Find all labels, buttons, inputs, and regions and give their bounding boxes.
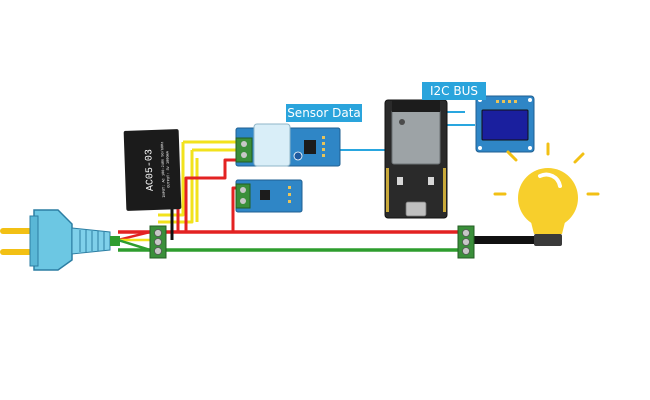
terminal-block-left: [149, 225, 167, 259]
i2c-bus-tag: I2C BUS: [422, 82, 486, 100]
psu-spec-line1: INPUT: AC 100-240V 50/60Hz: [160, 141, 167, 197]
terminal-block-right: [457, 225, 475, 259]
esp32-board: [384, 99, 448, 219]
i2c-bus-label: I2C BUS: [430, 84, 478, 98]
wires: [117, 140, 552, 252]
sensor-data-tag: Sensor Data: [286, 104, 362, 122]
bulb-icon: [493, 142, 600, 246]
psu-module: AC05-03 INPUT: AC 100-240V 50/60Hz OUTPU…: [123, 129, 182, 211]
data-lines: [340, 111, 475, 151]
oled-display: [475, 95, 535, 153]
red-wire-acs: [184, 158, 240, 232]
psu-model: AC05-03: [144, 149, 156, 191]
plug-icon: [0, 209, 120, 271]
yellow-wire-mid: [158, 148, 240, 224]
psu-spec-line2: OUTPUT: 3V 1000mA: [166, 150, 171, 188]
voltage-sensor-module: [235, 123, 341, 167]
plug-wire-green: [117, 238, 151, 252]
yellow-wire-top: [158, 140, 240, 217]
current-sensor-module: [235, 179, 303, 213]
plug-wire-red: [117, 230, 151, 242]
sensor-data-label: Sensor Data: [287, 106, 361, 120]
